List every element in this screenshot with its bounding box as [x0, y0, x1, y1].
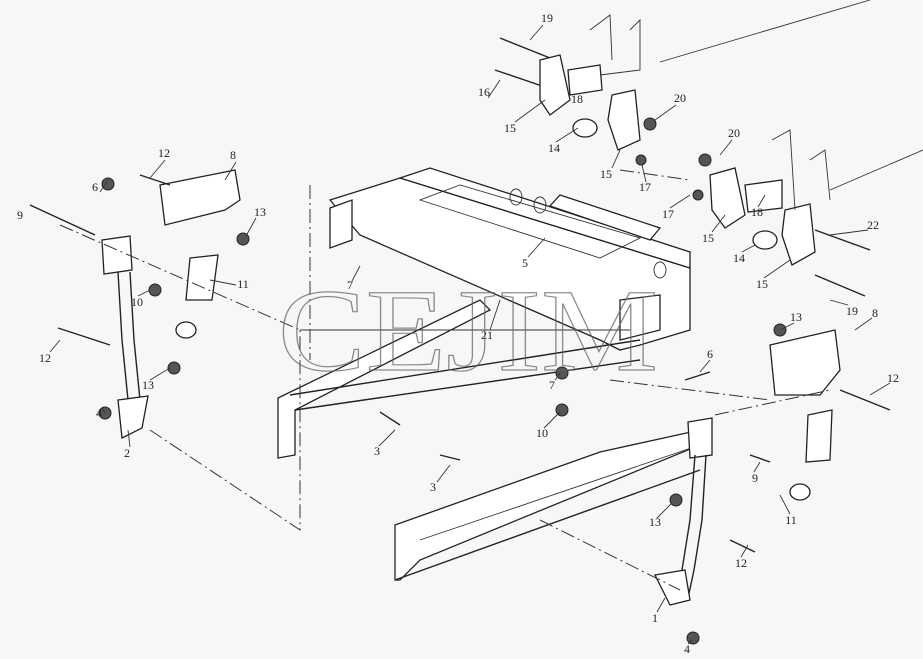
callout-labels: 19 16 18 15 14 20 15 17 12 8 6 9 13 11 1…	[17, 11, 899, 656]
side-rail-21	[277, 299, 641, 459]
callout-12: 12	[158, 146, 170, 160]
callout-3: 3	[374, 444, 380, 458]
callout-19: 19	[541, 11, 553, 25]
callout-2: 2	[124, 446, 130, 460]
callout-1: 1	[652, 611, 658, 625]
rear-mount-upper	[494, 0, 871, 166]
callout-7: 7	[347, 278, 353, 292]
callout-12: 12	[887, 371, 899, 385]
callout-11: 11	[785, 513, 797, 527]
callout-13: 13	[790, 310, 802, 324]
callout-15: 15	[600, 167, 612, 181]
callout-20: 20	[674, 91, 686, 105]
rear-mount-right	[692, 129, 923, 297]
callout-18: 18	[751, 205, 763, 219]
callout-8: 8	[230, 148, 236, 162]
callout-5: 5	[522, 256, 528, 270]
callout-14: 14	[548, 141, 560, 155]
center-lines	[59, 169, 831, 591]
callout-18: 18	[571, 92, 583, 106]
callout-16: 16	[478, 85, 490, 99]
callout-19: 19	[846, 304, 858, 318]
callout-13: 13	[142, 378, 154, 392]
callout-21: 21	[481, 328, 493, 342]
callout-11: 11	[237, 277, 249, 291]
callout-12: 12	[735, 556, 747, 570]
leader-lines	[49, 24, 891, 645]
watermark: CEJIM	[278, 265, 658, 396]
callout-10: 10	[131, 295, 143, 309]
callout-12: 12	[39, 351, 51, 365]
callout-22: 22	[867, 218, 879, 232]
callout-10: 10	[536, 426, 548, 440]
callout-4: 4	[96, 406, 102, 420]
lower-rail	[394, 429, 701, 581]
callout-20: 20	[728, 126, 740, 140]
callout-15: 15	[504, 121, 516, 135]
callout-13: 13	[649, 515, 661, 529]
cross-frame-5	[328, 167, 691, 351]
callout-15: 15	[756, 277, 768, 291]
callout-9: 9	[17, 208, 23, 222]
callout-14: 14	[733, 251, 745, 265]
callout-7: 7	[549, 378, 555, 392]
right-pedal-assembly	[379, 323, 891, 645]
callout-3: 3	[430, 480, 436, 494]
callout-13: 13	[254, 205, 266, 219]
callout-4: 4	[684, 642, 690, 656]
callout-6: 6	[92, 180, 98, 194]
callout-9: 9	[752, 471, 758, 485]
callout-8: 8	[872, 306, 878, 320]
left-pedal-assembly	[29, 169, 250, 440]
callout-15: 15	[702, 231, 714, 245]
callout-6: 6	[707, 347, 713, 361]
callout-17: 17	[639, 180, 651, 194]
callout-17: 17	[662, 207, 674, 221]
